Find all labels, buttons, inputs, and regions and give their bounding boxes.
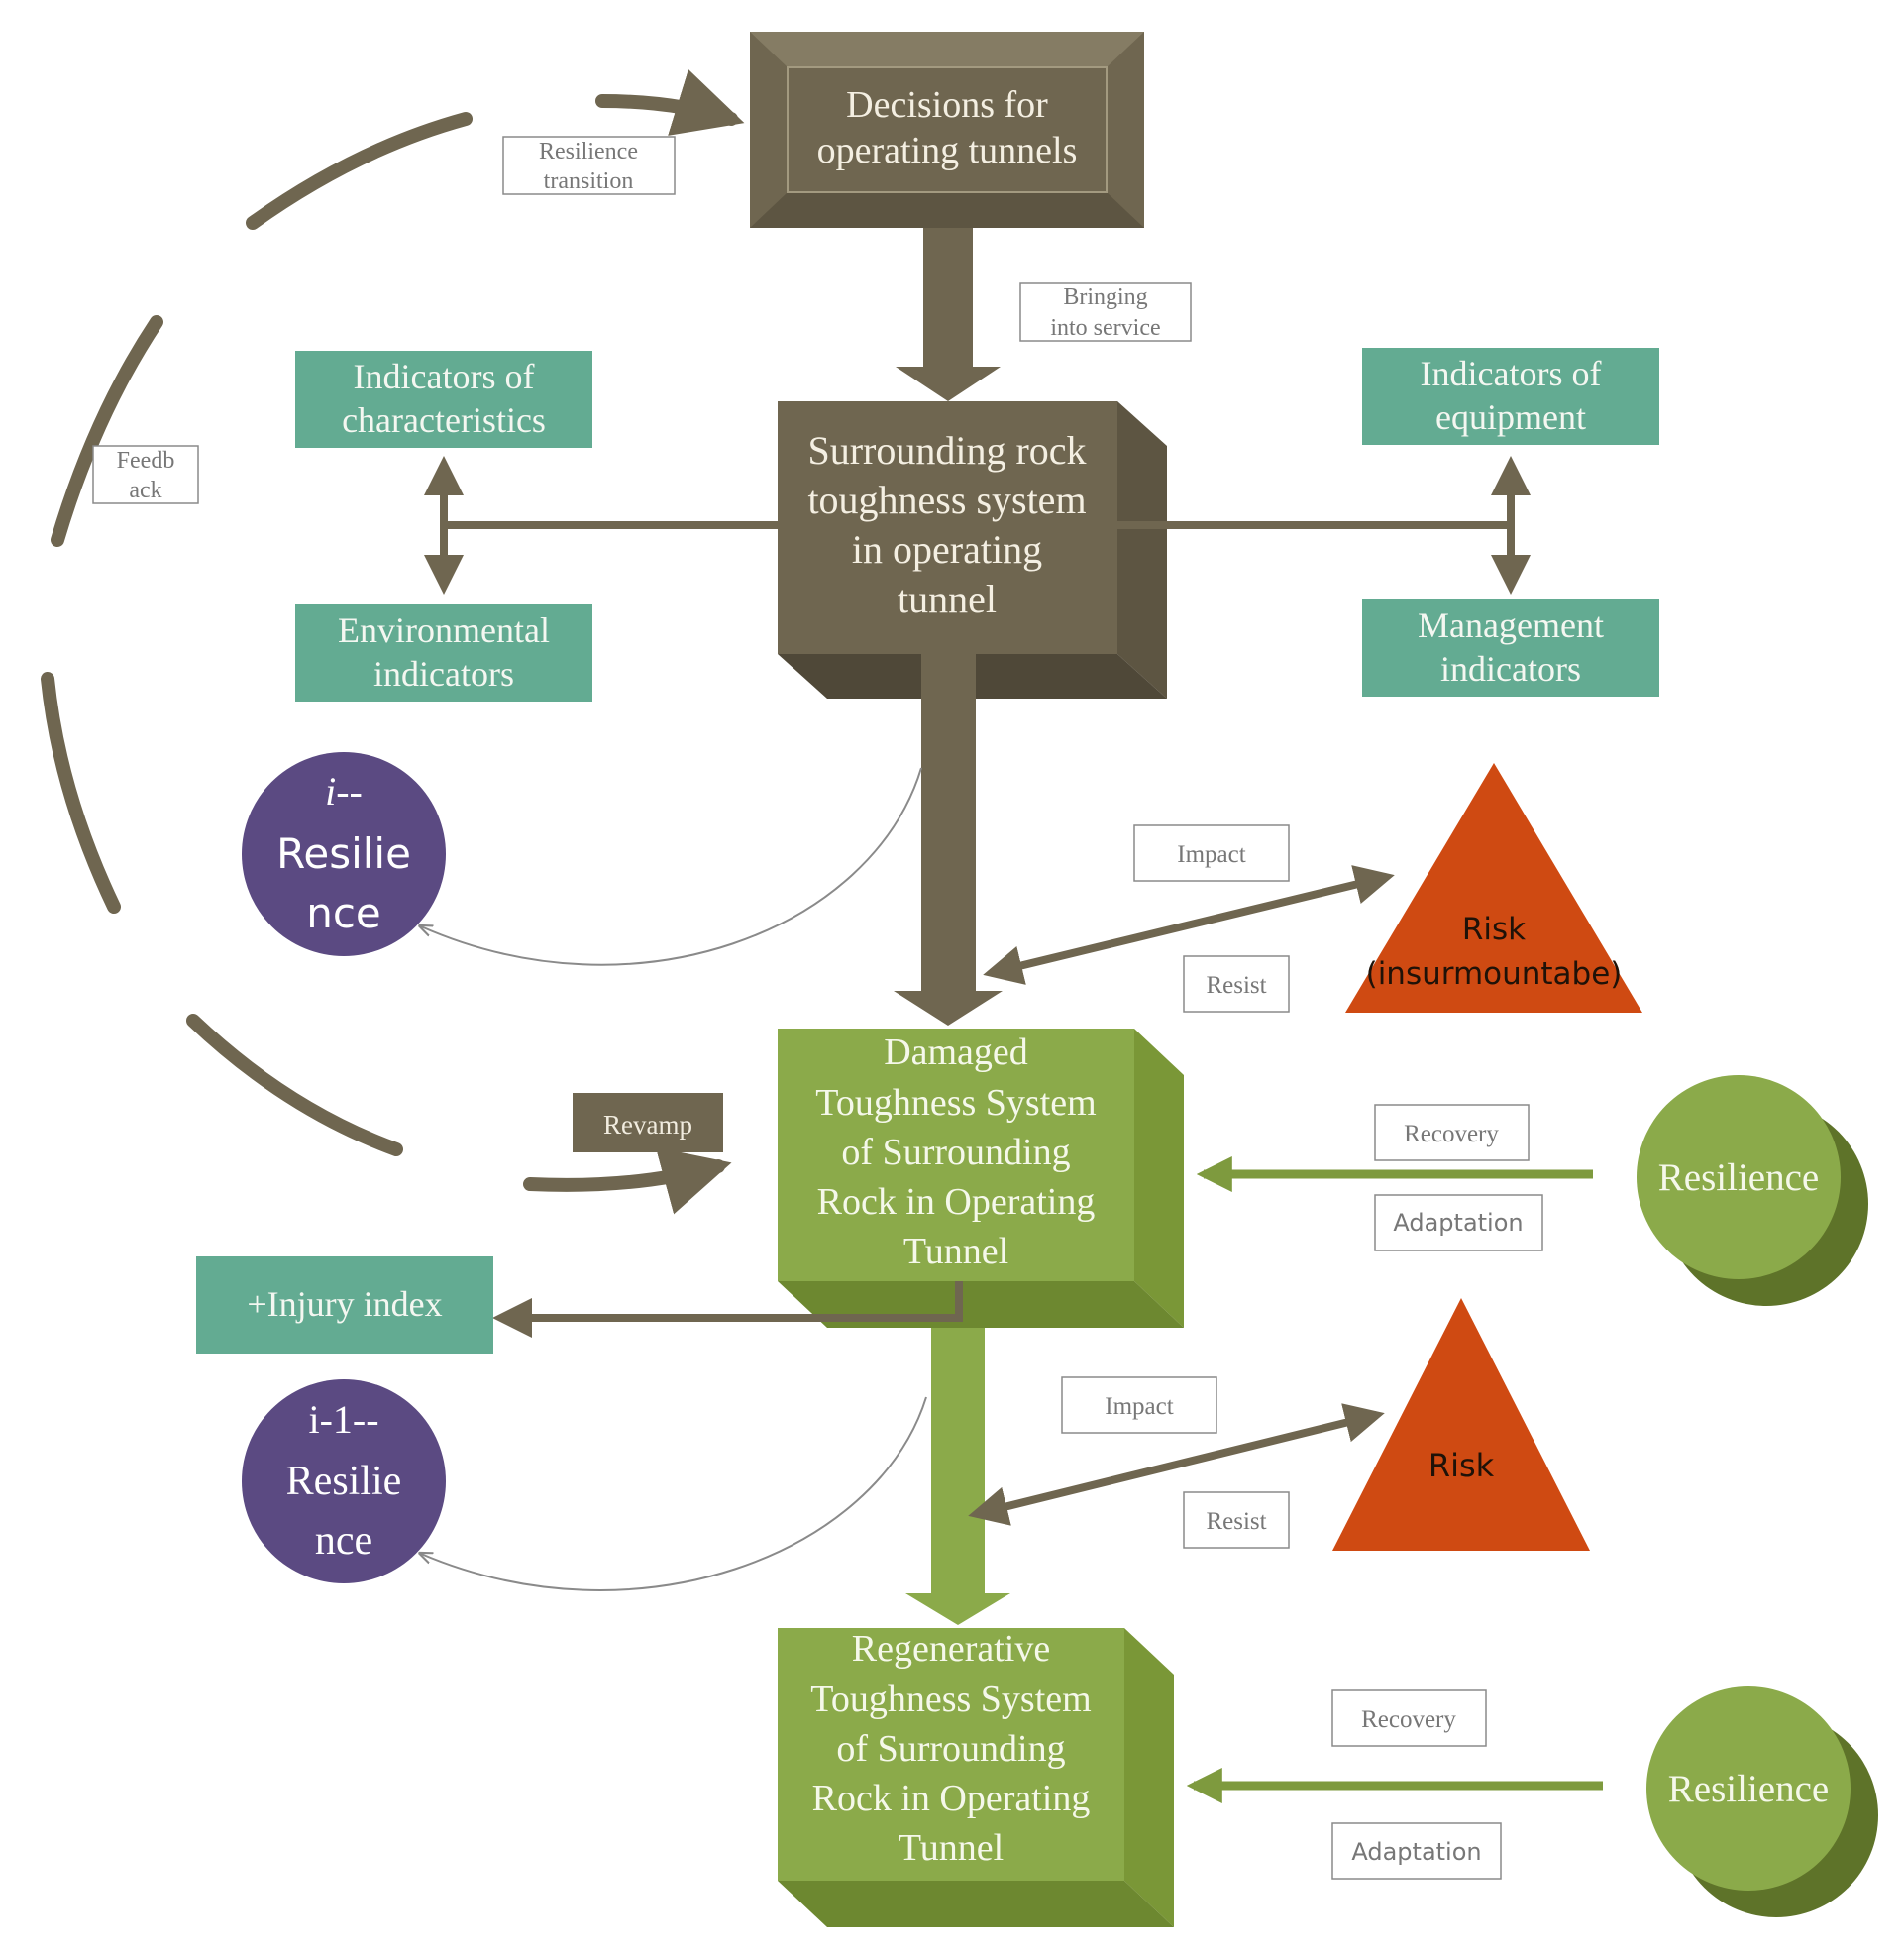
label-resilience-transition: Resilience transition: [502, 136, 676, 195]
surrounding-line-4: tunnel: [898, 577, 997, 621]
impact-2-text: Impact: [1105, 1393, 1173, 1420]
regen-line-1: Regenerative: [852, 1628, 1050, 1670]
risk-top-node: Risk (insurmountabe): [1345, 763, 1642, 1013]
label-adaptation-2: Adaptation: [1331, 1822, 1502, 1880]
curve-to-i-resilience: [421, 767, 922, 966]
impact-1-text: Impact: [1177, 841, 1245, 868]
regen-line-4: Rock in Operating: [812, 1778, 1091, 1819]
label-bringing-into-service: Bringing into service: [1019, 282, 1192, 342]
bringing-into-service-arrow: [896, 228, 1001, 401]
damaged-line-4: Rock in Operating: [817, 1181, 1096, 1223]
surrounding-line-1: Surrounding rock: [807, 428, 1086, 473]
ind-mgmt-line-1: Management: [1418, 605, 1604, 645]
regenerative-system-node: Regenerative Toughness System of Surroun…: [778, 1628, 1174, 1927]
damaged-to-regenerative-arrow: [905, 1328, 1010, 1625]
decisions-node: Decisions for operating tunnels: [750, 32, 1144, 228]
decisions-line-2: operating tunnels: [817, 130, 1078, 171]
ind-char-line-2: characteristics: [342, 400, 546, 440]
i1-resilience-line-3: nce: [315, 1518, 372, 1564]
label-impact-2: Impact: [1061, 1376, 1217, 1434]
adaptation-2-text: Adaptation: [1351, 1838, 1481, 1866]
feedback-line-2: ack: [129, 478, 161, 503]
i-resilience-node: i-- Resilie nce: [242, 752, 446, 956]
label-recovery-2: Recovery: [1331, 1689, 1487, 1747]
ind-equip-line-2: equipment: [1435, 397, 1586, 437]
injury-index-text: +Injury index: [247, 1284, 442, 1324]
indicator-environmental: Environmental indicators: [295, 604, 592, 702]
resilience-green-1-node: Resilience: [1637, 1075, 1868, 1306]
i1-resilience-line-2: Resilie: [286, 1459, 402, 1504]
damaged-line-1: Damaged: [884, 1032, 1028, 1073]
injury-index-connector: [492, 1281, 963, 1338]
label-adaptation-1: Adaptation: [1374, 1194, 1543, 1251]
ind-env-line-1: Environmental: [338, 610, 550, 650]
resilience-green-1-text: Resilience: [1658, 1156, 1819, 1199]
surrounding-to-damaged-arrow: [894, 654, 1003, 1026]
risk-top-line-2: (insurmountabe): [1366, 956, 1623, 992]
resist-2-text: Resist: [1206, 1508, 1266, 1535]
recovery-1-text: Recovery: [1404, 1121, 1499, 1147]
indicator-equipment: Indicators of equipment: [1362, 348, 1659, 445]
ind-env-line-2: indicators: [373, 654, 514, 694]
i-resilience-line-2: Resilie: [276, 829, 411, 878]
surrounding-line-2: toughness system: [807, 478, 1086, 522]
label-resist-2: Resist: [1183, 1491, 1290, 1549]
curve-to-i1-resilience: [421, 1396, 927, 1591]
indicator-characteristics: Indicators of characteristics: [295, 351, 592, 448]
surrounding-rock-node: Surrounding rock toughness system in ope…: [778, 401, 1167, 699]
resist-1-text: Resist: [1206, 972, 1266, 999]
damaged-line-5: Tunnel: [903, 1231, 1008, 1272]
risk-bottom-text: Risk: [1428, 1447, 1495, 1484]
label-recovery-1: Recovery: [1374, 1104, 1530, 1161]
resilience-transition-line-2: transition: [544, 168, 634, 194]
regen-line-5: Tunnel: [899, 1827, 1004, 1869]
label-feedback: Feedb ack: [92, 445, 199, 504]
i-resilience-line-1: i--: [325, 769, 363, 814]
recovery-2-text: Recovery: [1361, 1706, 1456, 1733]
ind-equip-line-1: Indicators of: [1421, 354, 1602, 393]
bringing-line-2: into service: [1050, 315, 1160, 341]
resilience-green-2-node: Resilience: [1646, 1686, 1878, 1917]
damaged-line-2: Toughness System: [815, 1082, 1096, 1124]
risk-bottom-node: Risk: [1332, 1298, 1590, 1551]
resilience-transition-line-1: Resilience: [539, 139, 638, 164]
resilience-green-2-text: Resilience: [1668, 1768, 1829, 1810]
risk-top-line-1: Risk: [1462, 912, 1526, 947]
ind-mgmt-line-2: indicators: [1440, 649, 1581, 689]
indicator-connectors: [424, 456, 1531, 595]
i1-resilience-line-1: i-1--: [308, 1397, 378, 1442]
indicator-management: Management indicators: [1362, 599, 1659, 697]
impact-resist-arrow-2: [968, 1403, 1385, 1526]
i1-resilience-node: i-1-- Resilie nce: [242, 1379, 446, 1583]
adaptation-1-text: Adaptation: [1393, 1209, 1523, 1237]
feedback-loop: [41, 68, 745, 1215]
damaged-system-node: Damaged Toughness System of Surrounding …: [778, 1029, 1184, 1328]
regen-line-3: of Surrounding: [836, 1728, 1065, 1770]
bringing-line-1: Bringing: [1063, 284, 1147, 310]
i-resilience-line-3: nce: [306, 889, 381, 937]
decisions-line-1: Decisions for: [846, 84, 1048, 126]
injury-index-node: +Injury index: [196, 1256, 493, 1354]
revamp-label: Revamp: [573, 1093, 723, 1152]
label-resist-1: Resist: [1183, 955, 1290, 1013]
label-impact-1: Impact: [1133, 824, 1290, 882]
impact-resist-arrow-1: [983, 865, 1395, 985]
ind-char-line-1: Indicators of: [354, 357, 535, 396]
damaged-line-3: of Surrounding: [841, 1132, 1070, 1173]
revamp-text: Revamp: [603, 1110, 692, 1140]
surrounding-line-3: in operating: [852, 527, 1042, 572]
feedback-line-1: Feedb: [117, 448, 175, 474]
regen-line-2: Toughness System: [810, 1679, 1091, 1720]
